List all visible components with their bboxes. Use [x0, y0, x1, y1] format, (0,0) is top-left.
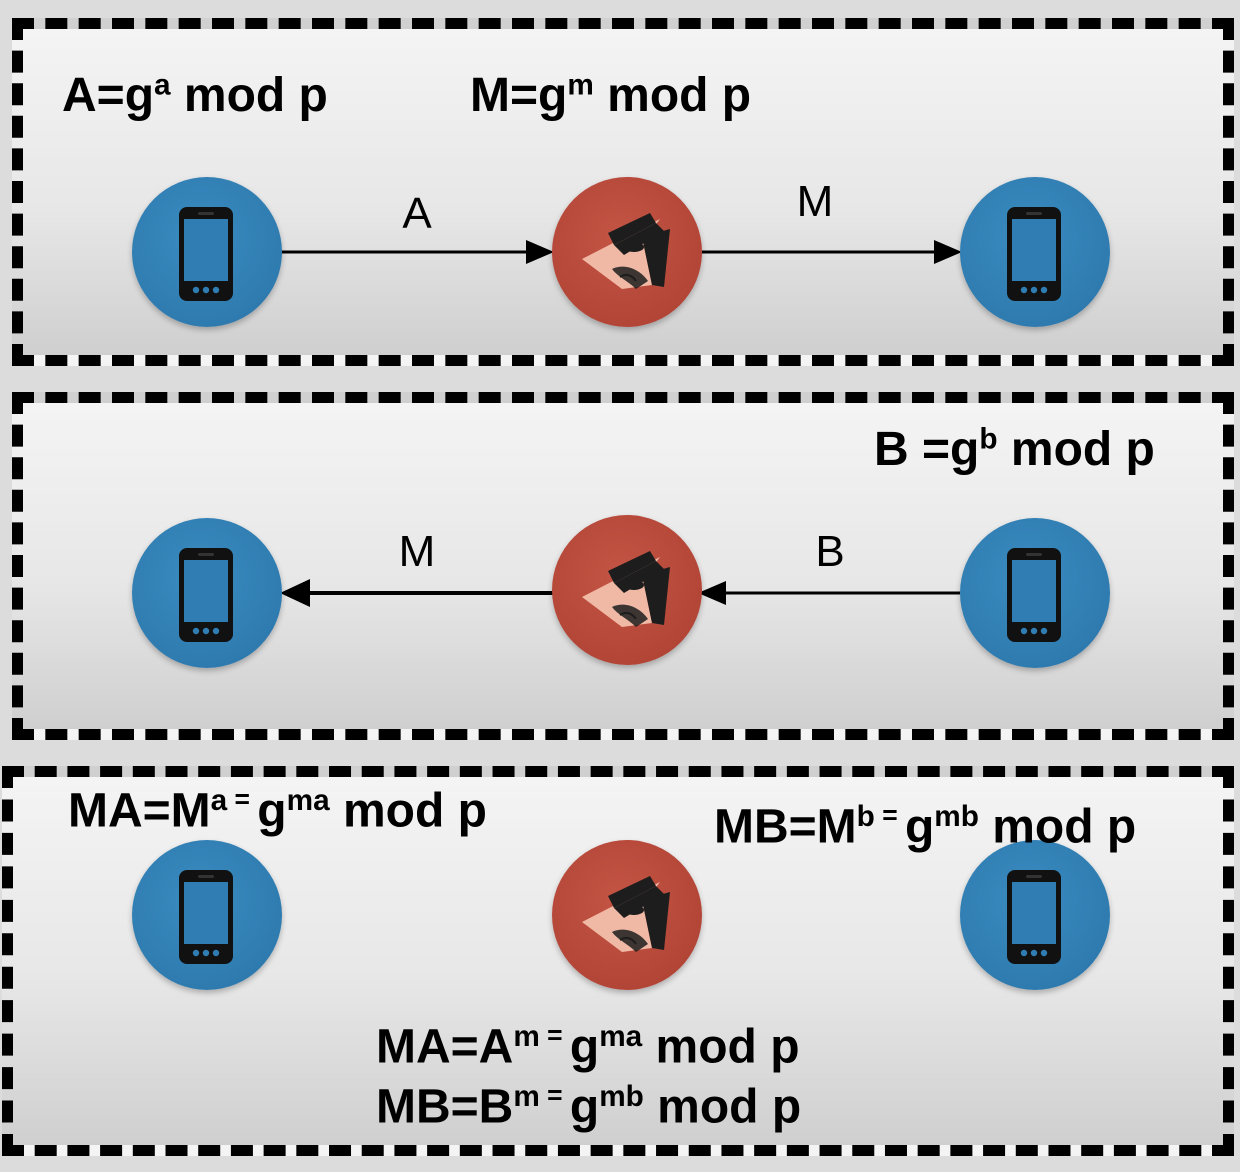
- bob-phone-3: [960, 840, 1110, 990]
- formula-mb-attacker: MB=Bm = gmb mod p: [376, 1080, 802, 1134]
- attacker-1: [552, 177, 702, 327]
- alice-phone-3: [132, 840, 282, 990]
- arrow-label-a: A: [402, 189, 432, 238]
- attacker-2: [552, 515, 702, 665]
- bob-phone-1: [960, 177, 1110, 327]
- arrow-label-m: M: [796, 177, 834, 226]
- bob-phone-2: [960, 518, 1110, 668]
- formula-ma-alice: MA=Ma = gma mod p: [68, 784, 487, 838]
- formula-b: B =gb mod p: [874, 422, 1155, 476]
- formula-a: A=ga mod p: [62, 68, 328, 122]
- alice-phone-2: [132, 518, 282, 668]
- arrow-label-b: B: [815, 527, 845, 576]
- attacker-3: [552, 840, 702, 990]
- formula-m: M=gm mod p: [470, 68, 752, 122]
- formula-ma-attacker: MA=Am = gma mod p: [376, 1020, 800, 1074]
- arrow-label-m-2: M: [398, 527, 436, 576]
- alice-phone-1: [132, 177, 282, 327]
- formula-mb-bob: MB=Mb = gmb mod p: [714, 800, 1137, 854]
